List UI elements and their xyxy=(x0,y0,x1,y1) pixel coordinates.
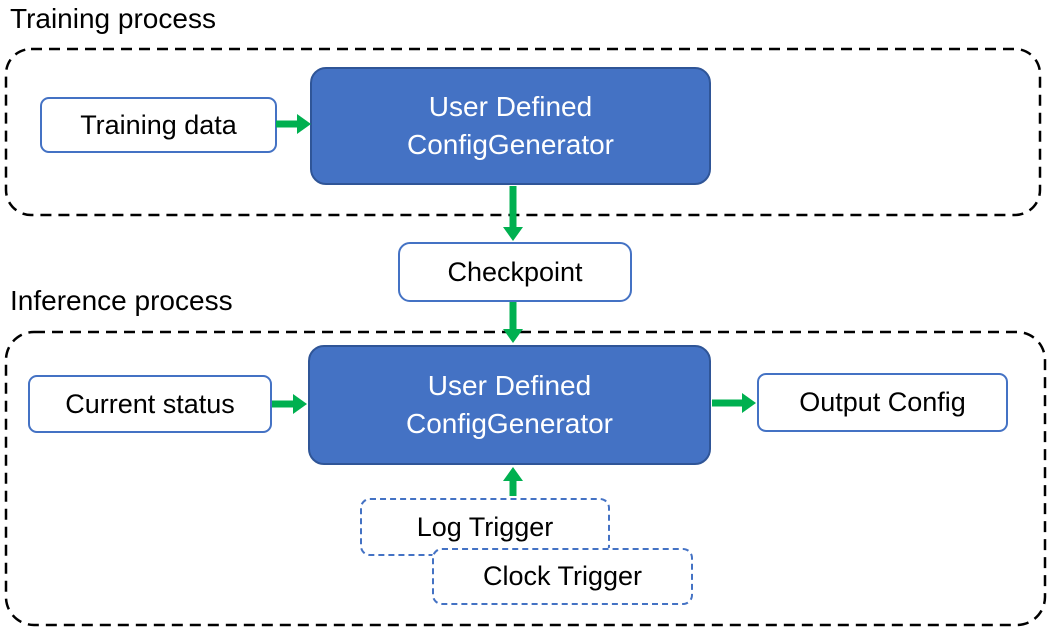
current-status-label: Current status xyxy=(65,388,235,419)
inference-process-container xyxy=(4,330,1047,627)
inference-config-generator-line1: User Defined xyxy=(427,370,592,401)
arrow-triggers-to-generator xyxy=(503,467,523,496)
training-data-label: Training data xyxy=(80,109,237,140)
current-status-box: Current status xyxy=(28,375,272,433)
output-config-box: Output Config xyxy=(757,373,1008,432)
checkpoint-box: Checkpoint xyxy=(398,242,632,302)
arrow-current-status-to-generator xyxy=(272,394,307,414)
clock-trigger-label: Clock Trigger xyxy=(482,561,643,591)
arrow-generator-to-output-config xyxy=(712,393,756,413)
training-process-container xyxy=(4,47,1042,217)
arrow-checkpoint-to-generator xyxy=(503,302,523,343)
inference-process-label: Inference process xyxy=(10,285,233,316)
arrow-training-data-to-generator xyxy=(276,114,311,134)
training-data-box: Training data xyxy=(40,97,277,153)
clock-trigger-box: Clock Trigger xyxy=(432,548,693,605)
training-process-label: Training process xyxy=(10,3,216,34)
training-config-generator-box: User Defined ConfigGenerator xyxy=(310,67,711,185)
inference-config-generator-box: User Defined ConfigGenerator xyxy=(308,345,711,465)
training-config-generator-line1: User Defined xyxy=(428,91,593,122)
inference-config-generator-line2: ConfigGenerator xyxy=(405,408,613,439)
checkpoint-label: Checkpoint xyxy=(447,256,583,287)
arrow-generator-to-checkpoint xyxy=(503,186,523,241)
output-config-label: Output Config xyxy=(799,387,966,417)
training-config-generator-line2: ConfigGenerator xyxy=(406,129,614,160)
log-trigger-label: Log Trigger xyxy=(416,511,554,542)
